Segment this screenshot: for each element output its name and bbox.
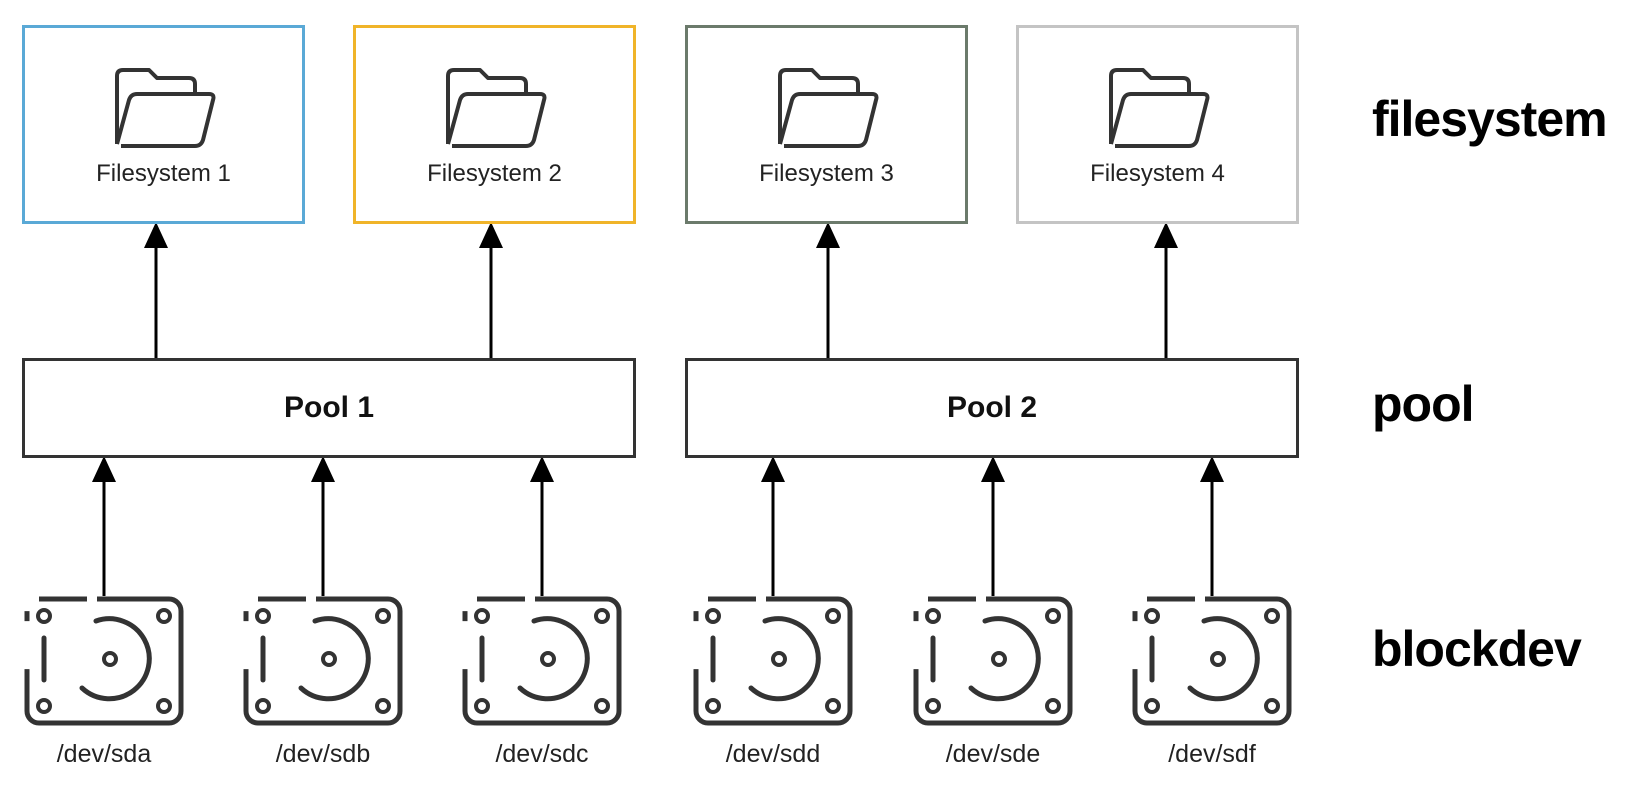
device-label-sda: /dev/sda xyxy=(56,740,152,768)
pool-box-2: Pool 2 xyxy=(685,358,1299,458)
layer-label-pool: pool xyxy=(1372,376,1475,432)
arrowhead xyxy=(1154,222,1178,248)
filesystem-box-2: Filesystem 2 xyxy=(353,25,636,224)
arrowhead xyxy=(479,222,503,248)
hard-disk-icon xyxy=(24,596,184,726)
arrowhead xyxy=(311,456,335,482)
hard-disk-icon xyxy=(243,596,403,726)
filesystem-box-3: Filesystem 3 xyxy=(685,25,968,224)
filesystem-box-4: Filesystem 4 xyxy=(1016,25,1299,224)
device-label-sdb: /dev/sdb xyxy=(275,740,371,768)
arrowhead xyxy=(981,456,1005,482)
layer-label-blockdev: blockdev xyxy=(1372,621,1582,677)
arrowhead xyxy=(144,222,168,248)
folder-icon xyxy=(777,68,878,148)
arrowhead xyxy=(1200,456,1224,482)
arrowhead xyxy=(761,456,785,482)
filesystem-label: Filesystem 2 xyxy=(427,160,562,187)
hard-disk-icon xyxy=(693,596,853,726)
disk-to-pool-arrows xyxy=(92,456,1224,596)
pool-to-filesystem-arrows xyxy=(144,222,1178,358)
filesystem-label: Filesystem 4 xyxy=(1090,160,1225,187)
folder-icon xyxy=(114,68,215,148)
hard-disk-icon xyxy=(462,596,622,726)
hard-disk-icon xyxy=(1132,596,1292,726)
folder-icon xyxy=(445,68,546,148)
device-label-sdd: /dev/sdd xyxy=(725,740,821,768)
pool-box-1: Pool 1 xyxy=(22,358,636,458)
device-label-sdf: /dev/sdf xyxy=(1168,740,1256,768)
layer-label-filesystem: filesystem xyxy=(1372,91,1608,147)
arrowhead xyxy=(816,222,840,248)
device-label-sde: /dev/sde xyxy=(945,740,1041,768)
pool-label: Pool 2 xyxy=(946,391,1037,424)
arrowhead xyxy=(92,456,116,482)
filesystem-box-1: Filesystem 1 xyxy=(22,25,305,224)
filesystem-label: Filesystem 3 xyxy=(759,160,894,187)
arrowhead xyxy=(530,456,554,482)
folder-icon xyxy=(1108,68,1209,148)
pool-label: Pool 1 xyxy=(283,391,374,424)
device-label-sdc: /dev/sdc xyxy=(495,740,589,768)
filesystem-label: Filesystem 1 xyxy=(96,160,231,187)
hard-disk-icon xyxy=(913,596,1073,726)
